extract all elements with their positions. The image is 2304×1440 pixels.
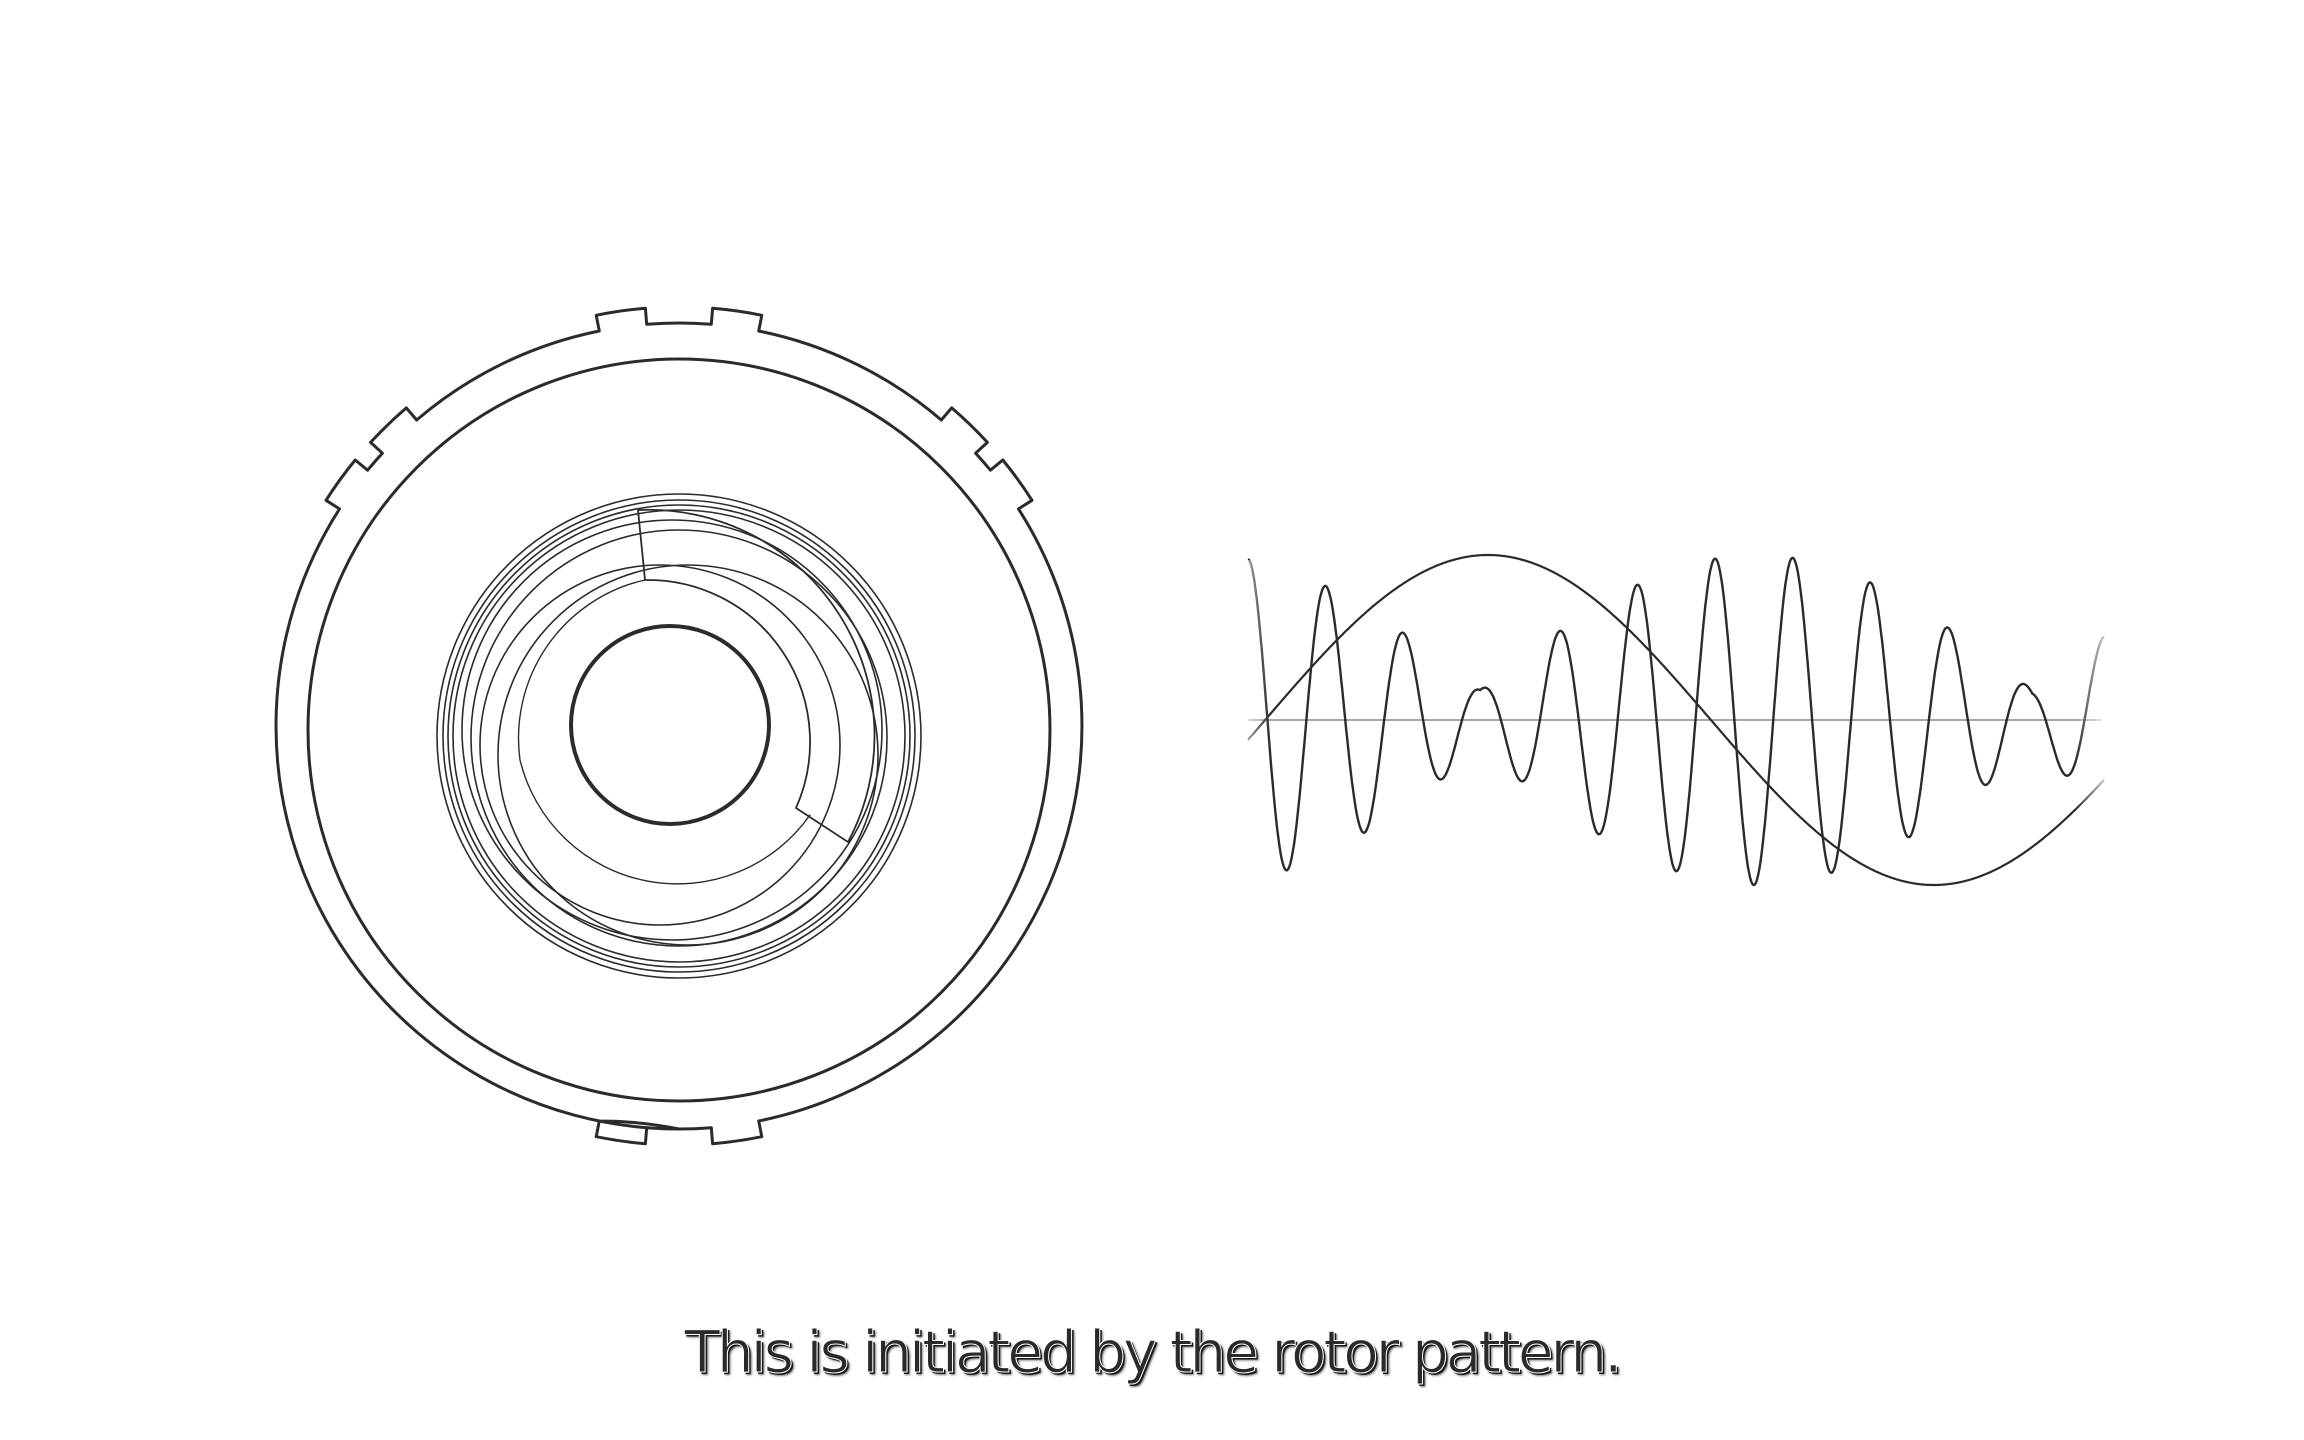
waveform-fade-left: [1230, 560, 1270, 900]
rotor-shaft: [569, 624, 771, 826]
stator-housing: [274, 306, 1084, 1146]
stator-inner-ring: [306, 357, 1052, 1103]
modulated-waveform: [1230, 553, 2115, 900]
waveform-carrier: [1247, 556, 2105, 887]
rotor-rings: [436, 493, 922, 979]
rotor-segment-edge: [517, 579, 811, 885]
waveform-envelope: [1247, 553, 2105, 887]
rotor-segment: [637, 508, 876, 843]
subtitle-caption: This is initiated by the rotor pattern.: [684, 1318, 1623, 1387]
waveform-fade-right: [2075, 560, 2115, 900]
rotor-diagram: [274, 306, 1084, 1146]
